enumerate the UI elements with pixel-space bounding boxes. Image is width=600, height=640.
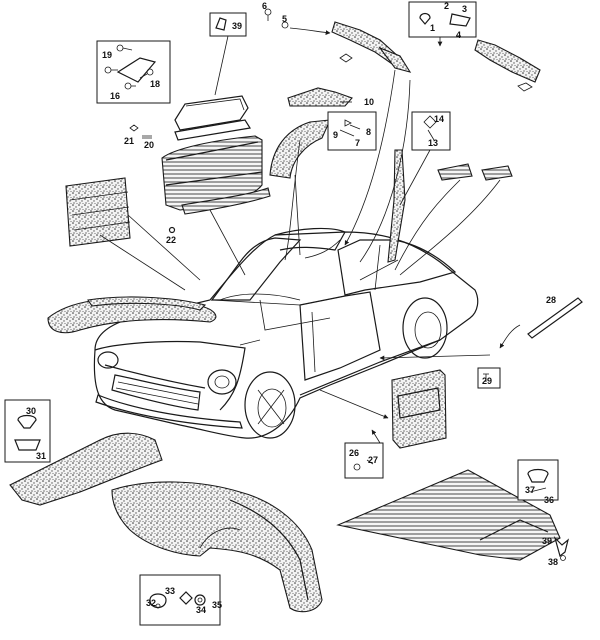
callout-box-30-31 [4,399,51,463]
callout-38: 38 [548,557,558,567]
callout-box-29 [477,367,501,389]
callout-box-26-27 [344,442,384,479]
footwell-side-panel [391,369,447,449]
callout-36: 36 [544,495,554,505]
car-body [93,227,479,439]
callout-30: 30 [26,406,36,416]
dash-crash-pad [87,296,207,311]
callout-1: 1 [430,23,435,33]
callout-32: 32 [146,598,156,608]
callout-19: 19 [102,50,112,60]
pillar-trim-curved [269,119,331,179]
callout-16: 16 [110,91,120,101]
tunnel-carpet [111,481,323,613]
callout-29: 29 [482,376,492,386]
callout-8: 8 [366,127,371,137]
callout-14: 14 [434,114,444,124]
callout-21: 21 [124,136,134,146]
callout-37: 37 [525,485,535,495]
callout-28: 28 [546,295,556,305]
interior-lamp-right [481,165,513,181]
quarter-trim-left [65,177,131,247]
callout-26: 26 [349,448,359,458]
callout-box-1-4 [408,1,477,38]
callout-20: 20 [144,140,154,150]
callout-22: 22 [166,235,176,245]
callout-labels: 1 2 3 4 5 6 7 8 9 10 13 14 16 18 19 20 2… [26,1,558,615]
callout-2: 2 [444,1,449,11]
callout-box-7-9 [327,111,377,151]
callout-9: 9 [333,130,338,140]
rear-floor-mat [336,469,561,561]
callout-39-door: 39 [232,21,242,31]
door-lower-trim [181,187,271,215]
callout-3: 3 [462,4,467,14]
interior-lamp-left [437,163,473,181]
callout-27: 27 [368,455,378,465]
callout-34: 34 [196,605,206,615]
callout-box-36-37 [517,459,559,501]
sill-carpet-strip [9,432,163,506]
callout-13: 13 [428,138,438,148]
callout-7: 7 [355,138,360,148]
callout-39-floor: 39 [542,536,552,546]
window-finisher-piece [116,57,157,83]
header-rail-trim [287,87,353,107]
b-pillar-trim [387,149,406,263]
door-window-frame [174,95,249,131]
rear-quarter-trim [474,39,541,83]
callout-10: 10 [364,97,374,107]
callout-5: 5 [282,14,287,24]
callout-33: 33 [165,586,175,596]
callout-4: 4 [456,30,461,40]
leader-lines [99,69,501,444]
callout-box-32-35 [139,574,221,626]
callout-35: 35 [212,600,222,610]
callout-6: 6 [262,1,267,11]
sill-seal-strip [527,297,583,339]
callout-18: 18 [150,79,160,89]
callout-box-13-14 [411,111,451,151]
callout-31: 31 [36,451,46,461]
c-pillar-trim [378,46,412,73]
callout-box-16-19 [96,40,171,104]
